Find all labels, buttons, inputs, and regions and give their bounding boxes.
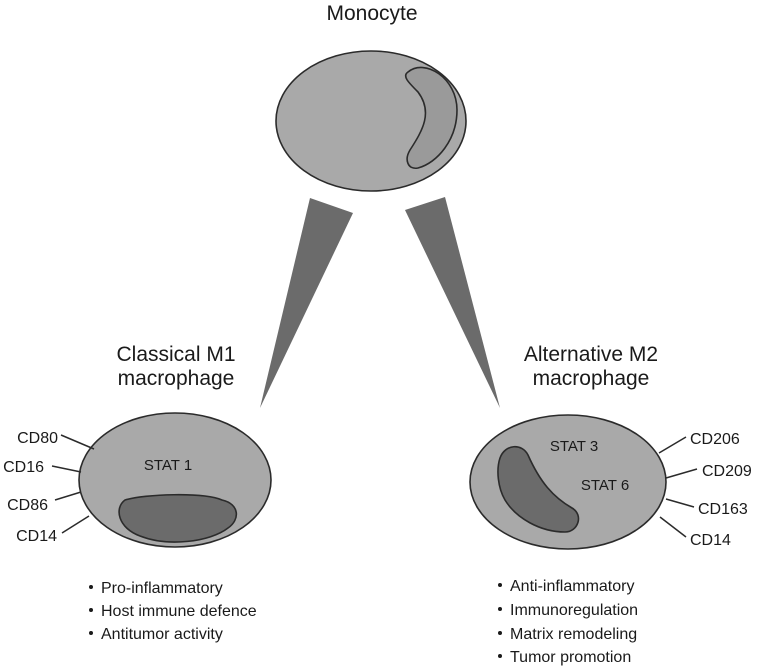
m2-title-line2: macrophage [533, 367, 650, 390]
m1-marker-label: CD14 [16, 528, 57, 545]
m1-marker-tick [51, 465, 82, 473]
m1-cell: STAT 1 [78, 412, 272, 548]
m2-marker-label: CD163 [698, 501, 748, 518]
m2-stat-label: STAT 3 [550, 438, 598, 455]
bullet-dot [498, 607, 502, 611]
m2-marker-tick [658, 436, 687, 454]
m2-marker-label: CD209 [702, 463, 752, 480]
m2-cell: STAT 3 STAT 6 [469, 414, 667, 550]
arrow-to-m2 [405, 197, 500, 408]
bullet-dot [89, 585, 93, 589]
m2-function-item: Anti-inflammatory [510, 578, 634, 595]
bullet-dot [89, 608, 93, 612]
bullet-dot [498, 654, 502, 658]
monocyte-title: Monocyte [326, 2, 417, 25]
m1-marker-label: CD86 [7, 497, 48, 514]
m1-marker-label: CD80 [17, 430, 58, 447]
m1-marker-tick [60, 434, 95, 450]
m2-function-item: Immunoregulation [510, 602, 638, 619]
m2-marker-label: CD206 [690, 431, 740, 448]
m1-marker-tick [61, 515, 90, 534]
m1-function-item: Host immune defence [101, 603, 257, 620]
m2-marker-tick [659, 516, 687, 538]
bullet-dot [498, 583, 502, 587]
m2-marker-label: CD14 [690, 532, 731, 549]
bullet-dot [89, 631, 93, 635]
m2-nucleus [497, 445, 580, 533]
m1-function-item: Antitumor activity [101, 626, 223, 643]
m1-title-line2: macrophage [118, 367, 235, 390]
bullet-dot [498, 631, 502, 635]
m2-title-line1: Alternative M2 [524, 343, 658, 366]
m1-marker-tick [54, 491, 82, 501]
arrow-to-m1 [260, 198, 353, 408]
m1-function-list: Pro-inflammatory Host immune defence Ant… [89, 580, 257, 643]
m2-marker-tick [665, 498, 695, 508]
monocyte-nucleus [404, 66, 458, 170]
m2-function-list: Anti-inflammatory Immunoregulation Matri… [498, 578, 638, 666]
m2-marker-tick [665, 468, 698, 479]
m1-stat-label: STAT 1 [144, 457, 192, 474]
m1-title-line1: Classical M1 [116, 343, 235, 366]
monocyte-cell [275, 50, 467, 192]
m2-function-item: Tumor promotion [510, 649, 631, 666]
m2-stat-label: STAT 6 [581, 477, 629, 494]
m1-nucleus [118, 493, 238, 543]
m2-function-item: Matrix remodeling [510, 626, 637, 643]
m1-function-item: Pro-inflammatory [101, 580, 223, 597]
m1-marker-label: CD16 [3, 459, 44, 476]
